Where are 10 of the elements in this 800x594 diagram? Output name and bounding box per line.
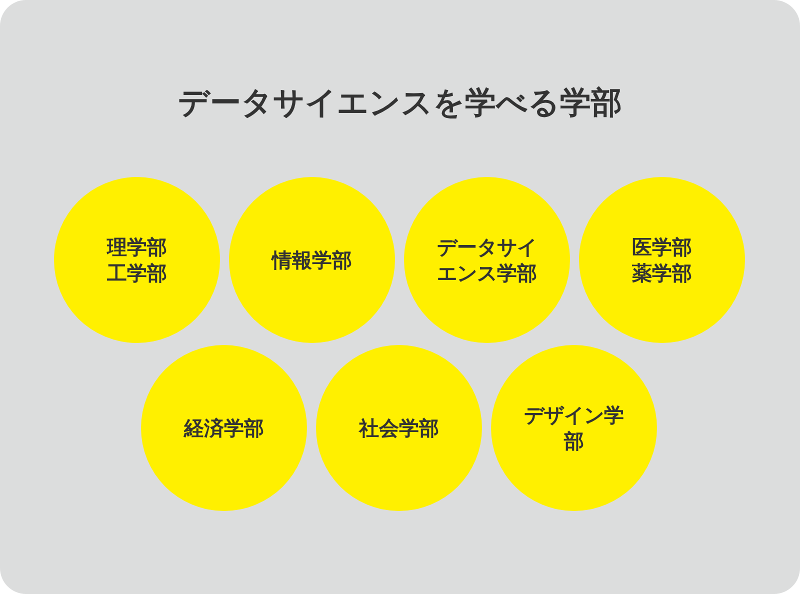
faculty-name: 社会学部 <box>359 415 439 441</box>
faculty-name: デザイン学部 <box>524 402 624 454</box>
faculty-name: 理学部 <box>107 234 167 260</box>
faculty-name: 医学部 <box>632 234 692 260</box>
faculty-name: 薬学部 <box>632 260 692 286</box>
title: データサイエンスを学べる学部 <box>177 84 623 123</box>
faculty-name: 工学部 <box>107 260 167 286</box>
faculty-name: データサイエンス学部 <box>437 234 537 286</box>
faculty-name: 経済学部 <box>184 415 264 441</box>
faculty-name: 情報学部 <box>272 247 352 273</box>
